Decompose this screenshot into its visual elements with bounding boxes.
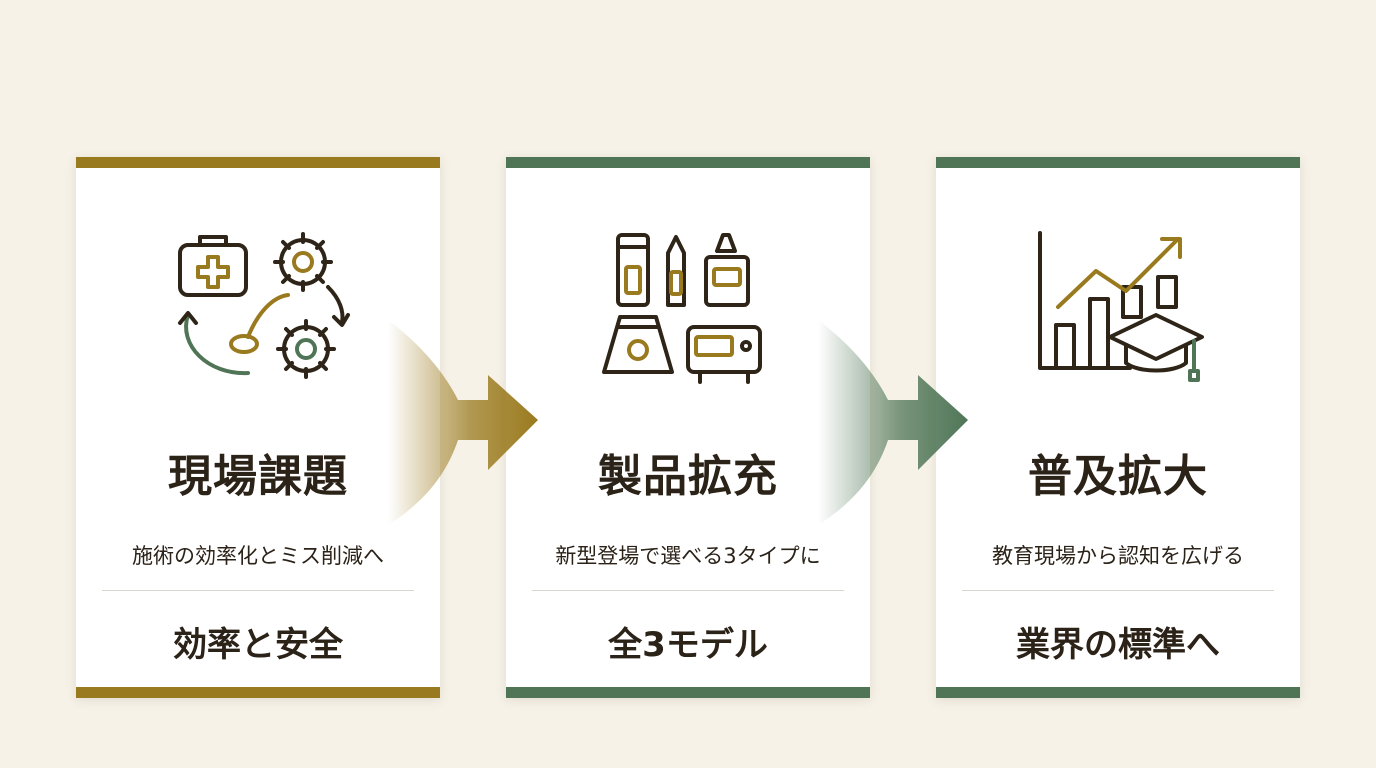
card-footer: 効率と安全: [173, 625, 343, 665]
step-card-issues: 現場課題 施術の効率化とミス削減へ 効率と安全: [76, 157, 440, 698]
card-top-accent-bar: [506, 157, 870, 168]
card-divider: [962, 590, 1274, 591]
card-divider: [102, 590, 414, 591]
card-bottom-accent-bar: [76, 687, 440, 698]
card-title: 製品拡充: [598, 451, 778, 502]
medical-kit-gears-cycle-icon: [178, 232, 350, 379]
step-card-adoption: 普及拡大 教育現場から認知を広げる 業界の標準へ: [936, 157, 1300, 698]
card-subtitle: 新型登場で選べる3タイプに: [555, 544, 821, 568]
card-title: 現場課題: [168, 451, 348, 502]
card-bottom-accent-bar: [506, 687, 870, 698]
card-subtitle: 教育現場から認知を広げる: [992, 544, 1244, 568]
card-title: 普及拡大: [1028, 451, 1208, 502]
right-arrow-icon: [388, 320, 538, 525]
card-top-accent-bar: [936, 157, 1300, 168]
step-card-products: 製品拡充 新型登場で選べる3タイプに 全3モデル: [506, 157, 870, 698]
card-bottom-accent-bar: [936, 687, 1300, 698]
card-top-accent-bar: [76, 157, 440, 168]
card-footer: 全3モデル: [608, 625, 768, 665]
right-arrow-icon: [818, 320, 968, 525]
growth-chart-graduation-cap-icon: [1038, 231, 1204, 382]
card-footer: 業界の標準へ: [1016, 625, 1220, 665]
card-subtitle: 施術の効率化とミス削減へ: [132, 544, 384, 568]
product-bottles-devices-icon: [602, 233, 762, 384]
card-divider: [532, 590, 844, 591]
